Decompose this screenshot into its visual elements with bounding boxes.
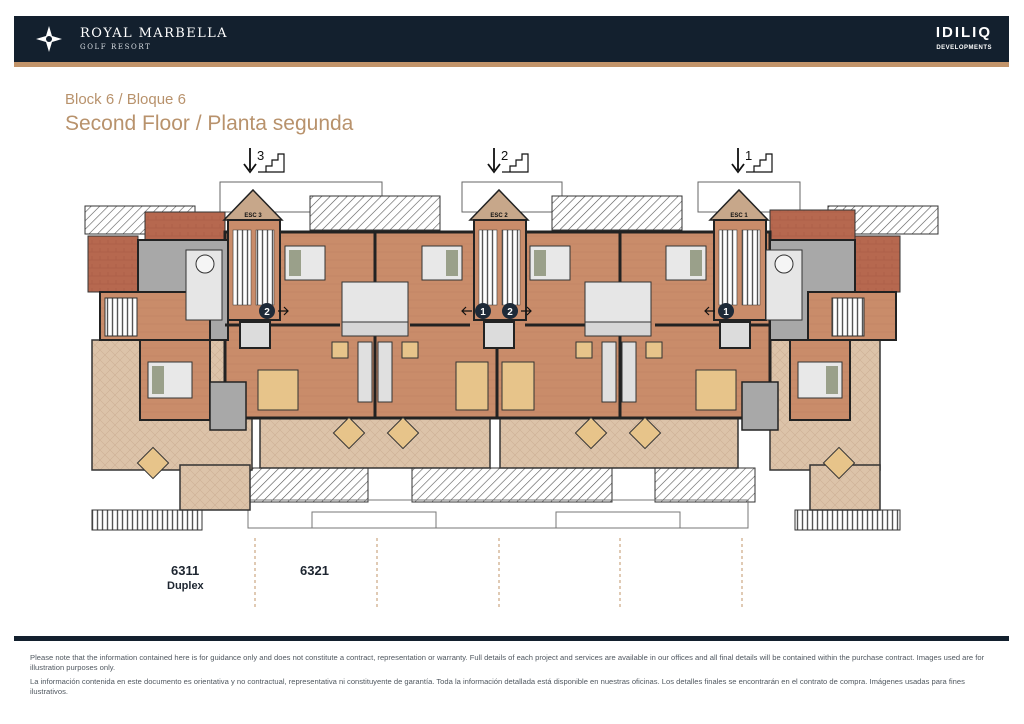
stair-number-3: 3	[257, 148, 264, 163]
door-number: 1	[480, 307, 486, 318]
elevators	[239, 321, 751, 349]
door-number: 2	[507, 307, 513, 318]
stair-escalera-3	[222, 188, 284, 321]
stair-label-esc1: ESC 1	[730, 213, 748, 219]
header-accent-rule	[14, 62, 1009, 67]
roof-corner-left-outer	[87, 235, 139, 293]
door-marker: 2	[259, 303, 289, 319]
bathrooms	[185, 249, 803, 337]
floor-title: Second Floor / Planta segunda	[65, 112, 354, 135]
door-number: 2	[264, 307, 270, 318]
stair-marker-3: 3	[243, 148, 285, 174]
floor-plan: 3 2 1 ESC 3 ESC 2 ESC 1 2 1 2 1	[84, 148, 939, 610]
unit-type: Duplex	[167, 580, 204, 592]
bed-icon	[147, 361, 193, 399]
stair-escalera-2	[468, 188, 530, 321]
brand-subtitle: GOLF RESORT	[80, 43, 152, 51]
stair-escalera-1	[708, 188, 770, 321]
bed-icon	[284, 245, 326, 281]
kitchens	[357, 341, 637, 403]
dining-tables	[331, 341, 663, 359]
stair-number-1: 1	[745, 148, 752, 163]
stair-number-2: 2	[501, 148, 508, 163]
stair-label-esc3: ESC 3	[244, 213, 262, 219]
bed-icon	[421, 245, 463, 281]
door-number: 1	[723, 307, 729, 318]
stair-label-esc2: ESC 2	[490, 213, 508, 219]
bed-icon	[797, 361, 843, 399]
terrace-tables	[136, 416, 856, 480]
bed-icon	[529, 245, 571, 281]
header-bar: ROYAL MARBELLA GOLF RESORT IDILIQ DEVELO…	[14, 16, 1009, 62]
bed-icon	[665, 245, 707, 281]
block-title: Block 6 / Bloque 6	[65, 91, 186, 108]
roof-corner-right-outer	[854, 235, 901, 293]
disclaimer-spanish: La información contenida en este documen…	[30, 677, 965, 696]
bedrooms	[147, 245, 843, 399]
developer-subtitle: DEVELOPMENTS	[936, 45, 992, 51]
disclaimer-english: Please note that the information contain…	[30, 653, 985, 672]
door-marker: 2	[502, 303, 532, 319]
unit-number: 6321	[300, 563, 329, 578]
door-marker: 1	[704, 303, 734, 319]
roof-outlines	[84, 181, 939, 531]
unit-division-lines	[254, 538, 743, 610]
developer-logo: IDILIQ	[935, 24, 992, 41]
stair-marker-1: 1	[731, 148, 773, 174]
stair-towers	[104, 188, 865, 337]
brand-name: ROYAL MARBELLA	[80, 26, 228, 41]
stair-marker-2: 2	[487, 148, 529, 174]
living-sofas	[257, 361, 737, 411]
footer-rule	[14, 636, 1009, 641]
door-marker: 1	[461, 303, 491, 319]
unit-number: 6311	[171, 563, 200, 578]
compass-logo-icon	[36, 26, 62, 52]
